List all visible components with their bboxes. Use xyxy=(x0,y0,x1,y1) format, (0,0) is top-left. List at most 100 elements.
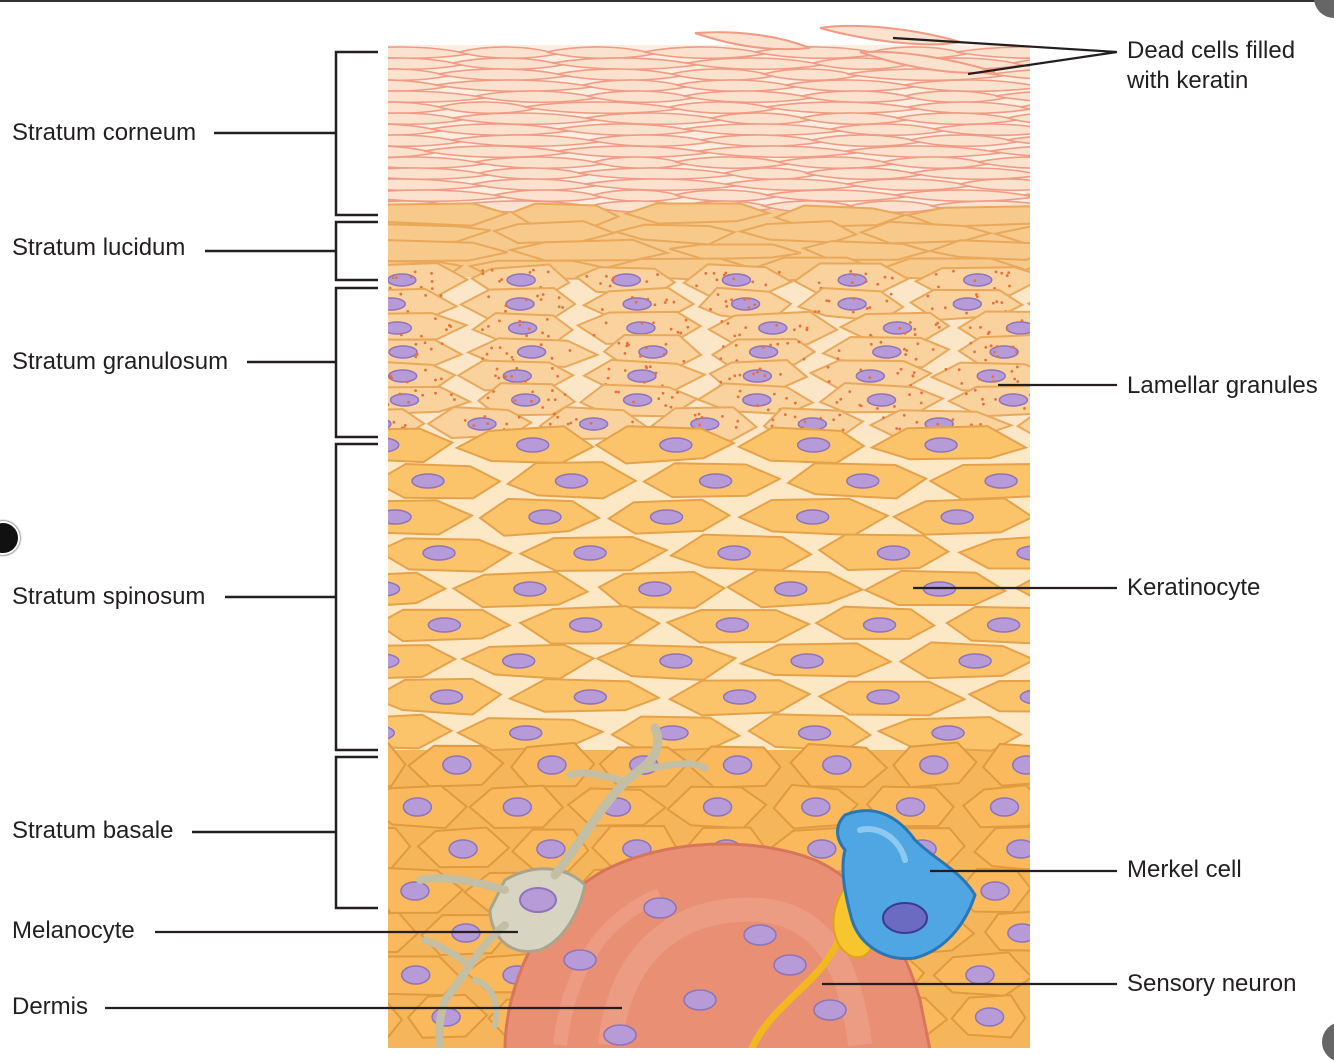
bracket-stratum-lucidum xyxy=(205,220,378,282)
lamellar-granule xyxy=(517,415,521,419)
lamellar-granule xyxy=(1020,319,1024,323)
lamellar-granule xyxy=(979,423,983,426)
basal-nucleus xyxy=(402,797,433,817)
merkel-cell-body xyxy=(836,809,977,961)
lamellar-granule xyxy=(556,415,560,419)
lamellar-granule xyxy=(664,404,668,407)
lamellar-granule xyxy=(372,368,375,371)
lamellar-granule xyxy=(399,292,403,296)
lamellar-granule xyxy=(551,366,554,370)
lamellar-granule xyxy=(605,274,608,278)
lamellar-granule xyxy=(611,278,614,282)
lamellar-granule xyxy=(1062,326,1065,329)
basal-nucleus xyxy=(895,797,926,817)
lamellar-granule xyxy=(513,399,517,402)
lamellar-granule xyxy=(1095,294,1098,297)
lamellar-granule xyxy=(1040,304,1043,307)
lamellar-granule xyxy=(368,295,371,298)
lamellar-granule xyxy=(399,333,403,337)
lamellar-granule xyxy=(355,419,358,422)
lamellar-granule xyxy=(1015,350,1019,354)
lamellar-granule xyxy=(545,317,549,321)
lamellar-granule xyxy=(747,297,751,301)
granulosum-nucleus xyxy=(998,393,1029,407)
lamellar-granule xyxy=(733,334,737,338)
granulosum-nucleus xyxy=(1005,321,1030,335)
dermis xyxy=(503,842,932,1048)
granulosum-cell xyxy=(1026,301,1030,306)
lamellar-granule xyxy=(744,326,748,330)
lamellar-granule xyxy=(664,342,668,346)
lamellar-granule xyxy=(500,278,504,281)
basal-nucleus xyxy=(442,755,472,775)
lamellar-granule xyxy=(989,344,993,348)
lamellar-granule xyxy=(1047,336,1050,339)
lamellar-granule xyxy=(550,356,554,360)
granulosum-cell xyxy=(388,262,470,298)
lamellar-granule xyxy=(772,392,776,396)
lamellar-granule xyxy=(483,415,487,418)
lamellar-granule xyxy=(975,295,979,299)
corneum-cell xyxy=(1031,168,1152,179)
basal-nucleus xyxy=(537,755,567,775)
lamellar-granule xyxy=(415,352,419,356)
granulosum-nucleus xyxy=(989,345,1019,359)
corneum-cell xyxy=(992,69,1030,80)
basal-cell xyxy=(981,742,1030,787)
basal-nucleus xyxy=(722,755,753,775)
lamellar-granule xyxy=(722,273,726,277)
lamellar-granule xyxy=(775,323,779,327)
scroll-control[interactable] xyxy=(1322,1022,1334,1062)
lamellar-granule xyxy=(903,347,906,351)
granulosum-nucleus xyxy=(389,393,420,407)
granulosum-nucleus xyxy=(510,393,541,407)
leader-dead-cells xyxy=(892,36,1118,76)
lamellar-granule xyxy=(992,379,996,383)
keratinocyte-nucleus xyxy=(795,509,830,525)
lamellar-granule xyxy=(490,346,493,350)
basal-nucleus xyxy=(801,797,831,817)
lamellar-granule xyxy=(1063,330,1066,333)
lamellar-granule xyxy=(1016,380,1020,383)
merkel-cell xyxy=(836,809,977,961)
lamellar-granule xyxy=(1011,345,1015,349)
lamellar-granule xyxy=(373,378,376,381)
granulosum-nucleus xyxy=(758,321,788,335)
lamellar-granule xyxy=(879,340,883,344)
granulosum-nucleus xyxy=(882,321,913,335)
lamellar-granule xyxy=(392,420,396,424)
granulosum-cell xyxy=(388,312,470,341)
lamellar-granule xyxy=(376,343,379,346)
lamellar-granule xyxy=(868,376,872,379)
basal-nucleus xyxy=(400,965,431,985)
lamellar-granule xyxy=(368,372,371,375)
lamellar-granule xyxy=(1036,327,1039,330)
granulosum-nucleus xyxy=(872,345,902,359)
lamellar-granule xyxy=(661,391,665,395)
lamellar-granule xyxy=(566,422,570,426)
lamellar-granule xyxy=(836,357,840,361)
lamellar-granule xyxy=(994,270,998,274)
lamellar-granule xyxy=(747,306,751,309)
lamellar-granule xyxy=(912,371,916,374)
keratinocyte-nucleus xyxy=(796,437,831,453)
lamellar-granule xyxy=(370,373,373,376)
melanocyte-nucleus xyxy=(519,887,557,913)
lamellar-granule xyxy=(487,295,491,299)
lamellar-granule xyxy=(698,423,702,427)
lamellar-granule xyxy=(850,281,854,285)
lamellar-granule xyxy=(656,273,659,276)
basal-nucleus xyxy=(1006,839,1030,859)
lamellar-granule xyxy=(733,374,737,378)
corneum-cell xyxy=(955,46,1030,60)
lamellar-granule xyxy=(952,269,955,273)
lamellar-granule xyxy=(356,399,359,402)
lamellar-granule xyxy=(793,415,797,419)
keratinocyte-nucleus xyxy=(388,437,400,453)
lamellar-granule xyxy=(556,374,560,378)
lamellar-granule xyxy=(848,390,852,394)
lamellar-granule xyxy=(776,342,780,346)
lamellar-granule xyxy=(505,422,509,426)
corneum-cell xyxy=(894,189,1030,203)
lamellar-granule xyxy=(849,269,853,273)
